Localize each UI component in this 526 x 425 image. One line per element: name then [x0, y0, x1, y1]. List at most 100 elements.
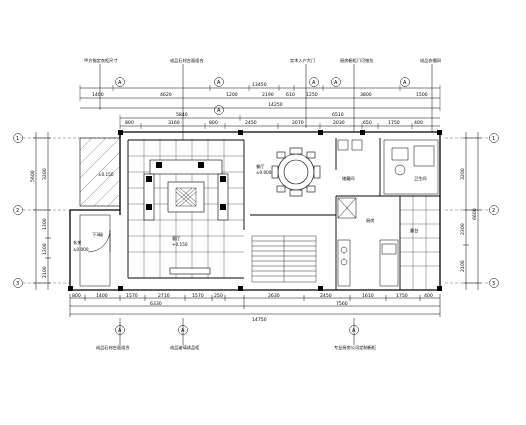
- annotation-top-3: 实木入户大门: [290, 57, 315, 64]
- room-bath: 卫生间: [414, 175, 427, 182]
- axis-top-6: A: [217, 108, 221, 114]
- room-balcony: 露台: [410, 227, 418, 234]
- dim-top-1: 1400: [92, 92, 104, 98]
- dim-bottom-7: 2630: [268, 293, 280, 299]
- bottom-annotations: [119, 318, 355, 345]
- annotation-top-5: 成品衣帽间: [420, 57, 441, 64]
- left-dimension-lines: [33, 132, 51, 290]
- tv-cabinet: [169, 267, 211, 275]
- coffee-table: [175, 187, 197, 207]
- dim-bottom-9: 1610: [362, 293, 374, 299]
- dining-table: [271, 147, 321, 197]
- axis-top-4: A: [334, 80, 338, 86]
- dim-top2-8: 1750: [388, 120, 400, 126]
- dim-right-total: 6600: [472, 208, 478, 220]
- lower-right-tiling: [400, 196, 440, 290]
- annotation-bottom-3: 专业厨房公司定制橱柜: [334, 344, 376, 351]
- dim-top2-3: 800: [209, 120, 218, 126]
- interior-walls: [127, 138, 440, 290]
- dim-top-sub-2: 6510: [332, 112, 344, 118]
- dim-top2-6: 2030: [333, 120, 345, 126]
- axis-top-1: A: [118, 80, 122, 86]
- dim-right-2: 2300: [460, 223, 466, 235]
- dim-top2-5: 2070: [292, 120, 304, 126]
- entry-area: [79, 214, 111, 287]
- dim-left-1: 3200: [42, 168, 48, 180]
- dim-right-1: 3200: [460, 168, 466, 180]
- axis-top-5: A: [403, 80, 407, 86]
- dim-top-6: 1250: [306, 92, 318, 98]
- dim-top-5: 610: [286, 92, 295, 98]
- storage-fixtures: [337, 139, 439, 195]
- annotation-bottom-1: 成品石材台面组合: [96, 344, 130, 351]
- dim-bottom-total: 14750: [252, 317, 267, 323]
- top-dimension-lines: [79, 85, 441, 129]
- dim-bottom-8: 2450: [320, 293, 332, 299]
- dim-bottom-sub-1: 6330: [150, 301, 162, 307]
- room-storage: 储藏间: [342, 175, 355, 182]
- axis-right-1: 1: [492, 136, 495, 142]
- dim-top-8: 1500: [416, 92, 428, 98]
- dim-bottom-11: 400: [424, 293, 433, 299]
- right-dimension-lines: [463, 132, 481, 290]
- bottom-dimension-lines: [69, 294, 441, 317]
- annotation-top-4: 厨房橱柜门可推拉: [340, 57, 374, 64]
- terrace-hatch: [79, 137, 121, 207]
- annotation-top-2: 成品石材台面组合: [170, 57, 204, 64]
- dim-bottom-2: 1400: [96, 293, 108, 299]
- sofa-set: [143, 159, 229, 221]
- side-axis-bubbles: [13, 133, 499, 288]
- axis-right-2: 2: [492, 208, 495, 214]
- axis-left-3: 3: [16, 281, 19, 287]
- dim-top2-9: 400: [414, 120, 423, 126]
- dim-top2-1: 800: [125, 120, 134, 126]
- dim-bottom-1: 800: [72, 293, 81, 299]
- top-annotations: [99, 64, 433, 140]
- axis-top-2: A: [217, 80, 221, 86]
- dim-left-2: 1300: [42, 218, 48, 230]
- dim-left-3: 1200: [42, 243, 48, 255]
- room-entry: 玄关: [73, 239, 81, 246]
- dim-left-total: 5600: [30, 170, 36, 182]
- staircase: [251, 235, 317, 283]
- lower-steps-label: 下3级: [92, 231, 104, 238]
- living-level: +0.150: [172, 242, 188, 247]
- bottom-axis-bubbles: [115, 325, 359, 335]
- annotation-bottom-2: 成品玻璃成品柜: [170, 344, 199, 351]
- dim-bottom-sub-2: 7560: [336, 301, 348, 307]
- dim-top-7: 3800: [360, 92, 372, 98]
- dim-bottom-4: 2710: [158, 293, 170, 299]
- dim-left-4: 2100: [42, 266, 48, 278]
- dim-top-sub-1: 5840: [176, 112, 188, 118]
- room-dining: 餐厅: [256, 163, 264, 170]
- axis-left-2: 2: [16, 208, 19, 214]
- kitchen-fixtures: [337, 197, 399, 287]
- entry-level: ±0.000: [73, 247, 89, 252]
- axis-left-1: 1: [16, 136, 19, 142]
- cushions: [146, 162, 226, 210]
- dim-top2-7: 650: [363, 120, 372, 126]
- dim-top-4: 2190: [262, 92, 274, 98]
- dim-right-3: 2100: [460, 260, 466, 272]
- dining-level: ±0.000: [256, 170, 272, 175]
- dim-top-2: 4620: [160, 92, 172, 98]
- columns: [68, 130, 442, 291]
- dim-top2-2: 3160: [168, 120, 180, 126]
- dim-bottom-3: 1570: [126, 293, 138, 299]
- dim-top-3: 1200: [226, 92, 238, 98]
- top-axis-bubbles: [115, 77, 410, 115]
- axis-right-3: 3: [492, 281, 495, 287]
- dim-bottom-6: 250: [214, 293, 223, 299]
- axis-top-3: A: [312, 80, 316, 86]
- dim-bottom-5: 1570: [192, 293, 204, 299]
- annotation-top-1: 甲方指定衣柜尺寸: [84, 57, 118, 64]
- dim-top-total1: 13450: [252, 82, 267, 88]
- dim-bottom-10: 1750: [396, 293, 408, 299]
- terrace-level: ±0.150: [98, 172, 114, 177]
- room-kitchen: 厨房: [366, 217, 374, 224]
- room-living: 客厅: [172, 235, 180, 242]
- dim-top2-4: 2450: [245, 120, 257, 126]
- dim-top-total2: 14250: [268, 102, 283, 108]
